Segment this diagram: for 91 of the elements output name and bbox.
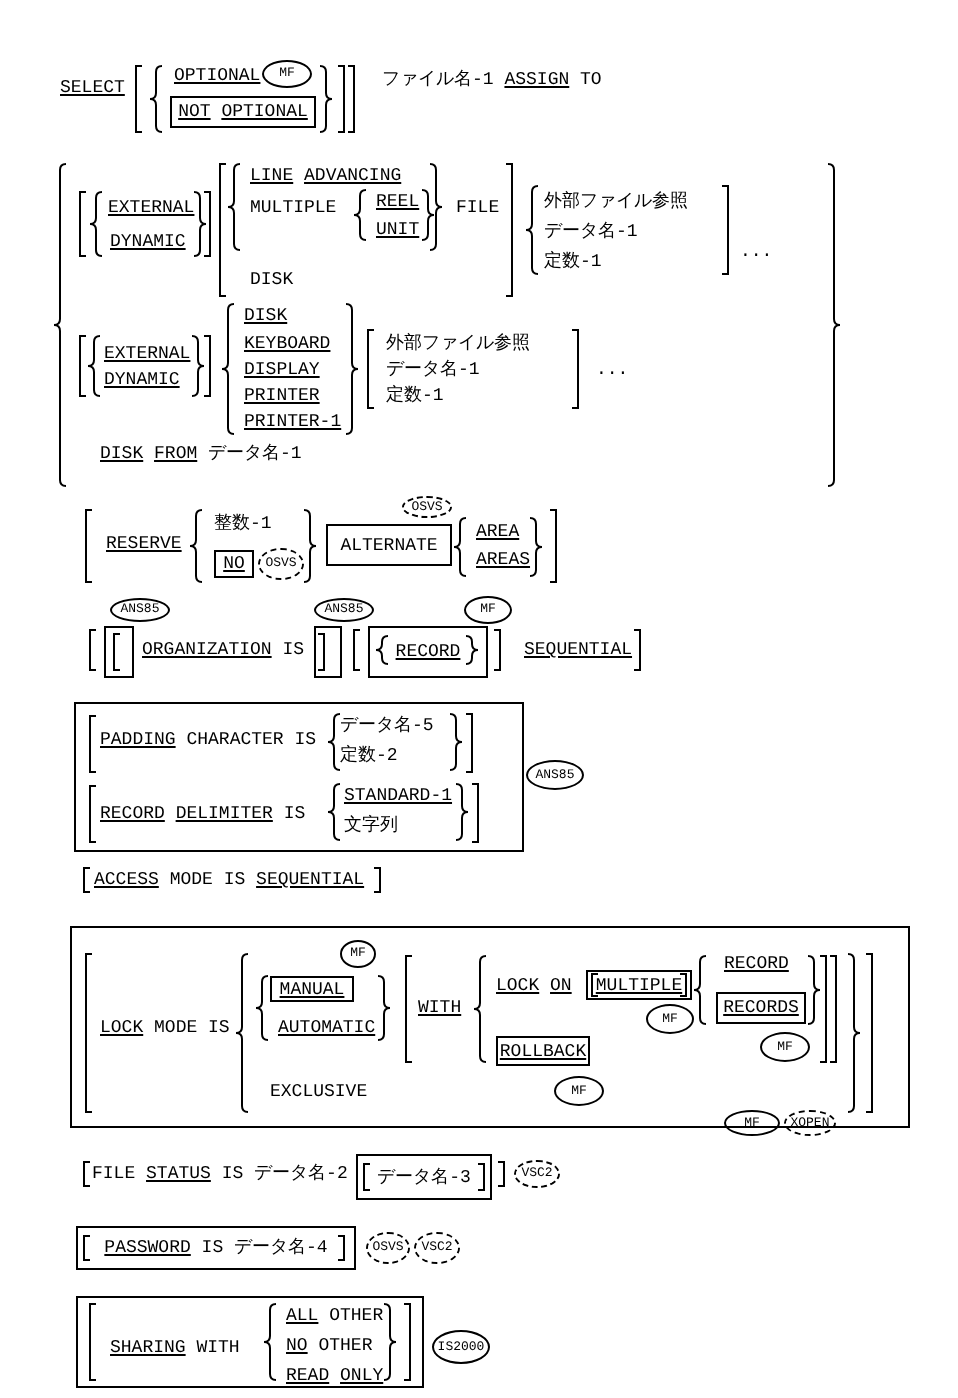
syntax-text: ...	[596, 358, 629, 382]
syntax-text: DYNAMIC	[104, 368, 180, 392]
syntax-text: 外部ファイル参照	[386, 332, 530, 356]
syntax-text: OPTIONAL	[174, 64, 261, 88]
syntax-text: LOCK MODE IS	[100, 1016, 230, 1040]
syntax-text: FILE	[456, 196, 500, 220]
syntax-text: WITH	[418, 996, 462, 1020]
syntax-text: SHARING WITH	[110, 1336, 240, 1360]
syntax-text: データ名-1	[544, 220, 638, 244]
syntax-text: RECORD	[724, 952, 789, 976]
boxed-option	[104, 626, 134, 678]
boxed-option	[586, 970, 692, 1000]
dialect-oval	[784, 1110, 836, 1136]
dialect-oval	[646, 1004, 694, 1034]
syntax-text: PADDING CHARACTER IS	[100, 728, 317, 752]
syntax-text: DISK	[244, 304, 288, 328]
syntax-text: PASSWORD IS データ名-4	[104, 1236, 328, 1260]
syntax-text: ROLLBACK	[499, 1039, 587, 1063]
boxed-option	[716, 992, 806, 1024]
syntax-text: PRINTER-1	[244, 410, 342, 434]
dialect-oval	[366, 1232, 410, 1264]
syntax-text: AREAS	[476, 548, 531, 572]
syntax-text: KEYBOARD	[244, 332, 331, 356]
syntax-text: MANUAL	[279, 977, 345, 1001]
syntax-text: LINE ADVANCING	[250, 164, 402, 188]
dialect-oval	[554, 1076, 604, 1106]
dialect-oval	[402, 496, 452, 518]
boxed-option	[76, 1226, 356, 1270]
dialect-oval	[414, 1232, 460, 1264]
syntax-text: EXCLUSIVE	[270, 1080, 368, 1104]
dialect-oval	[526, 760, 584, 790]
syntax-text: RECORD DELIMITER IS	[100, 802, 306, 826]
syntax-text: 外部ファイル参照	[544, 190, 688, 214]
dialect-oval	[110, 598, 170, 622]
syntax-text: ALTERNATE	[340, 533, 438, 557]
option-frame	[70, 926, 910, 1128]
syntax-text: 文字列	[344, 814, 398, 838]
syntax-text: ...	[740, 240, 773, 264]
syntax-text: NO	[223, 552, 245, 576]
syntax-text: NO OTHER	[286, 1334, 373, 1358]
syntax-text: データ名-1	[386, 358, 480, 382]
syntax-text: ORGANIZATION IS	[142, 638, 305, 662]
syntax-text: DISPLAY	[244, 358, 320, 382]
syntax-text: データ名-3	[377, 1165, 471, 1189]
syntax-text: データ名-5	[340, 714, 434, 738]
dialect-oval	[262, 60, 312, 88]
syntax-text: RESERVE	[106, 532, 182, 556]
syntax-text: DISK FROM データ名-1	[100, 442, 302, 466]
boxed-option	[368, 626, 488, 678]
syntax-text: SELECT	[60, 76, 125, 100]
syntax-text: ALL OTHER	[286, 1304, 384, 1328]
syntax-text: 定数-2	[340, 744, 398, 768]
syntax-text: UNIT	[376, 218, 420, 242]
boxed-option	[356, 1154, 492, 1200]
syntax-text: DISK	[250, 268, 294, 292]
syntax-text: 整数-1	[214, 512, 272, 536]
syntax-text: LOCK ON	[496, 974, 572, 998]
syntax-text: AREA	[476, 520, 520, 544]
syntax-text: RECORD	[395, 640, 461, 664]
boxed-option	[214, 550, 254, 578]
boxed-option	[314, 626, 342, 678]
option-frame	[74, 702, 524, 852]
syntax-text: 定数-1	[386, 384, 444, 408]
syntax-text: AUTOMATIC	[278, 1016, 376, 1040]
syntax-text: STANDARD-1	[344, 784, 453, 808]
syntax-text: FILE STATUS IS データ名-2	[92, 1162, 348, 1186]
syntax-text: ACCESS MODE IS SEQUENTIAL	[94, 868, 365, 892]
boxed-option	[170, 96, 316, 128]
dialect-oval	[314, 598, 374, 622]
syntax-text: RECORDS	[723, 996, 799, 1020]
dialect-oval	[724, 1110, 780, 1136]
dialect-oval	[340, 940, 376, 968]
option-frame	[76, 1296, 424, 1388]
syntax-text: EXTERNAL	[108, 196, 195, 220]
boxed-option	[270, 976, 354, 1002]
dialect-oval	[258, 548, 304, 580]
syntax-text: ファイル名-1 ASSIGN TO	[382, 68, 602, 92]
syntax-text: MULTIPLE	[595, 973, 683, 997]
syntax-text: SEQUENTIAL	[524, 638, 633, 662]
syntax-text: PRINTER	[244, 384, 320, 408]
dialect-oval	[464, 596, 512, 624]
syntax-text: READ ONLY	[286, 1364, 384, 1388]
syntax-text: REEL	[376, 190, 420, 214]
dialect-oval	[514, 1160, 560, 1188]
syntax-text: 定数-1	[544, 250, 602, 274]
syntax-text: DYNAMIC	[110, 230, 186, 254]
syntax-text: EXTERNAL	[104, 342, 191, 366]
boxed-option	[326, 524, 452, 566]
syntax-text: MULTIPLE	[250, 196, 337, 220]
syntax-text: NOT OPTIONAL	[178, 100, 308, 124]
dialect-oval	[760, 1032, 810, 1062]
